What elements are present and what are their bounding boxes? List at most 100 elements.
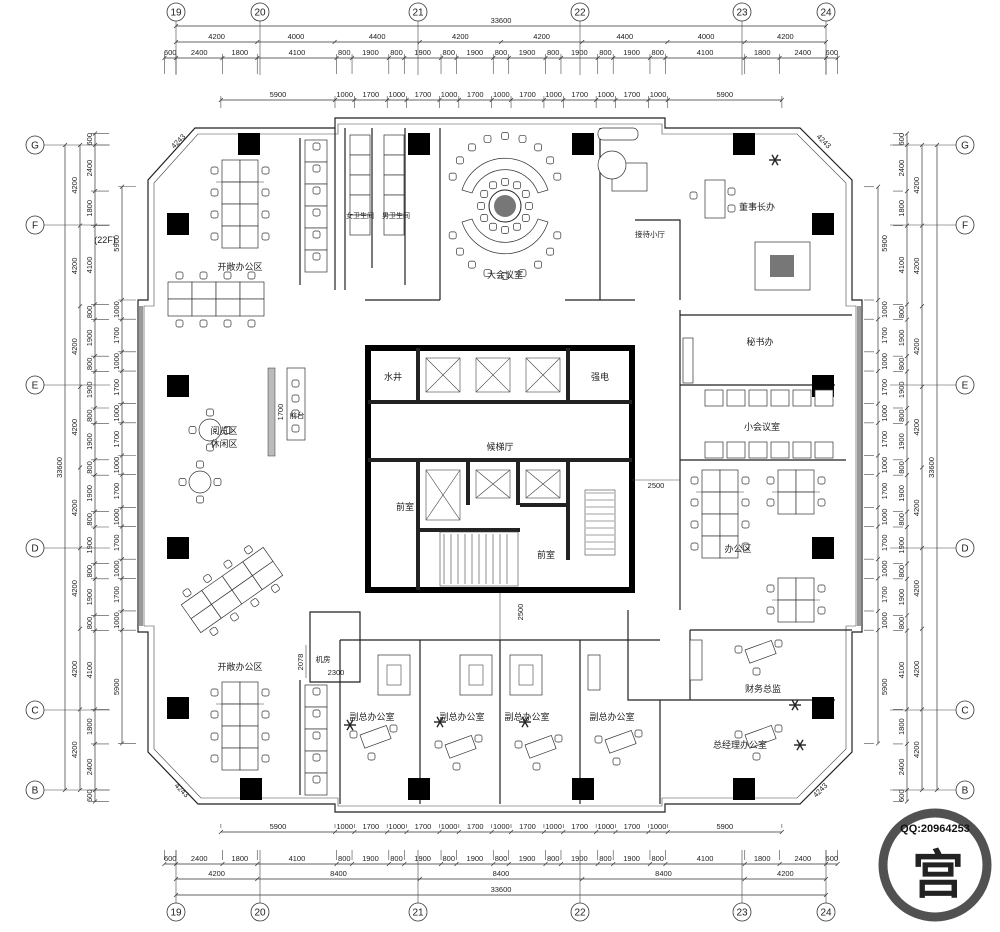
top-detail-label: 800 bbox=[547, 48, 560, 57]
plant-leaf bbox=[439, 721, 444, 728]
dimension-tick bbox=[904, 472, 910, 478]
dimension-tick bbox=[543, 861, 548, 867]
room-label-vp-office-3: 副总办公室 bbox=[504, 711, 549, 722]
grid-bubble-label: D bbox=[961, 544, 968, 555]
desk bbox=[814, 389, 834, 407]
room-label-open-office-north: 开敞办公区 bbox=[217, 261, 262, 272]
chair bbox=[312, 731, 321, 740]
chair bbox=[489, 181, 497, 190]
grid-bubble-label: 22 bbox=[574, 8, 586, 19]
plant-leaf bbox=[774, 154, 779, 161]
chair bbox=[196, 460, 204, 469]
grid-bubble bbox=[570, 902, 590, 922]
dimension-tick bbox=[646, 829, 651, 835]
right-detail-label: 800 bbox=[897, 306, 906, 319]
top-facade-label: 1700 bbox=[571, 90, 588, 99]
left-total-label: 33600 bbox=[55, 457, 64, 478]
chair bbox=[243, 545, 253, 555]
chair bbox=[690, 498, 699, 507]
grid-bubble-label: 21 bbox=[412, 8, 424, 19]
top-detail-label: 1900 bbox=[623, 48, 640, 57]
coffee-table bbox=[770, 255, 794, 277]
grid-bubble-label: 24 bbox=[820, 8, 832, 19]
bottom-bays-label: 4200 bbox=[208, 869, 225, 878]
plant-leaf bbox=[521, 721, 526, 728]
grid-bubble bbox=[25, 538, 45, 558]
grid-bubble-label: B bbox=[32, 786, 39, 797]
dimension-tick bbox=[77, 626, 83, 631]
chair bbox=[448, 231, 457, 240]
desk bbox=[795, 491, 815, 515]
room-label-secretary: 秘书办 bbox=[746, 336, 773, 347]
desk bbox=[701, 513, 721, 537]
plant-leaf bbox=[796, 739, 801, 746]
dimension-tick bbox=[220, 861, 225, 867]
desk bbox=[239, 203, 259, 227]
chair bbox=[518, 135, 527, 143]
chair bbox=[521, 190, 530, 198]
top-facade-label: 5900 bbox=[270, 90, 287, 99]
left-facade-label: 1700 bbox=[112, 534, 121, 551]
chair bbox=[766, 476, 775, 485]
desk bbox=[304, 772, 328, 796]
right-facade-label: 1000 bbox=[880, 301, 889, 318]
bottom-facade-label: 1000 bbox=[650, 822, 667, 831]
elevator-group bbox=[425, 357, 561, 521]
tea-table bbox=[518, 664, 534, 686]
dimension-tick bbox=[334, 861, 339, 867]
room-label-electrical: 强电 bbox=[591, 371, 609, 382]
grid-bubble bbox=[250, 2, 270, 22]
chair bbox=[734, 730, 743, 739]
column bbox=[408, 133, 430, 155]
grid-bubble-label: 23 bbox=[736, 908, 748, 919]
dimension-tick bbox=[919, 304, 925, 309]
chair bbox=[734, 645, 743, 654]
plant-leaf bbox=[349, 724, 354, 731]
dimension-tick bbox=[904, 509, 910, 514]
dimension-tick bbox=[437, 829, 442, 835]
chair bbox=[188, 426, 197, 434]
plant-leaf bbox=[524, 721, 529, 728]
dimension-tick bbox=[904, 317, 910, 322]
dimension-tick bbox=[610, 861, 616, 867]
top-detail-label: 1900 bbox=[519, 48, 536, 57]
right-bays-label: 4200 bbox=[912, 258, 921, 275]
chair bbox=[501, 132, 509, 140]
top-bays-label: 4200 bbox=[452, 32, 469, 41]
desk bbox=[239, 298, 265, 317]
bottom-detail-label: 600 bbox=[826, 854, 839, 863]
dimension-tick bbox=[875, 505, 881, 510]
dimension-tick bbox=[875, 556, 881, 562]
bottom-facade-label: 1000 bbox=[441, 822, 458, 831]
dimension-tick bbox=[875, 576, 881, 581]
grid-bubble bbox=[816, 902, 836, 922]
bottom-detail-label: 1900 bbox=[467, 854, 484, 863]
right-detail-label: 1800 bbox=[897, 200, 906, 217]
bottom-detail-label: 800 bbox=[338, 854, 351, 863]
dimension-tick bbox=[875, 741, 881, 746]
desk bbox=[221, 181, 241, 205]
top-facade-label: 1000 bbox=[650, 90, 667, 99]
top-detail-label: 1900 bbox=[414, 48, 431, 57]
bottom-detail-label: 1900 bbox=[623, 854, 640, 863]
desk bbox=[682, 337, 694, 384]
desk bbox=[704, 179, 726, 219]
right-facade-label: 1700 bbox=[880, 327, 889, 344]
right-facade-label: 1700 bbox=[880, 534, 889, 551]
chair bbox=[612, 757, 621, 766]
sofa-set bbox=[509, 654, 543, 696]
plant-icon bbox=[769, 154, 781, 166]
right-facade-label: 1700 bbox=[880, 586, 889, 603]
desk bbox=[587, 654, 601, 691]
bottom-detail-label: 600 bbox=[164, 854, 177, 863]
diagonal-workstation-cluster bbox=[180, 545, 284, 636]
chair bbox=[774, 724, 783, 733]
room-label-chairman: 董事长办 bbox=[739, 201, 775, 212]
dimension-tick bbox=[665, 39, 670, 45]
plant-icon bbox=[434, 716, 446, 728]
bottom-bays-label: 8400 bbox=[493, 869, 510, 878]
chair bbox=[468, 143, 476, 152]
column bbox=[167, 697, 189, 719]
left-facade-label: 1000 bbox=[112, 560, 121, 577]
plant-icon bbox=[519, 716, 531, 728]
